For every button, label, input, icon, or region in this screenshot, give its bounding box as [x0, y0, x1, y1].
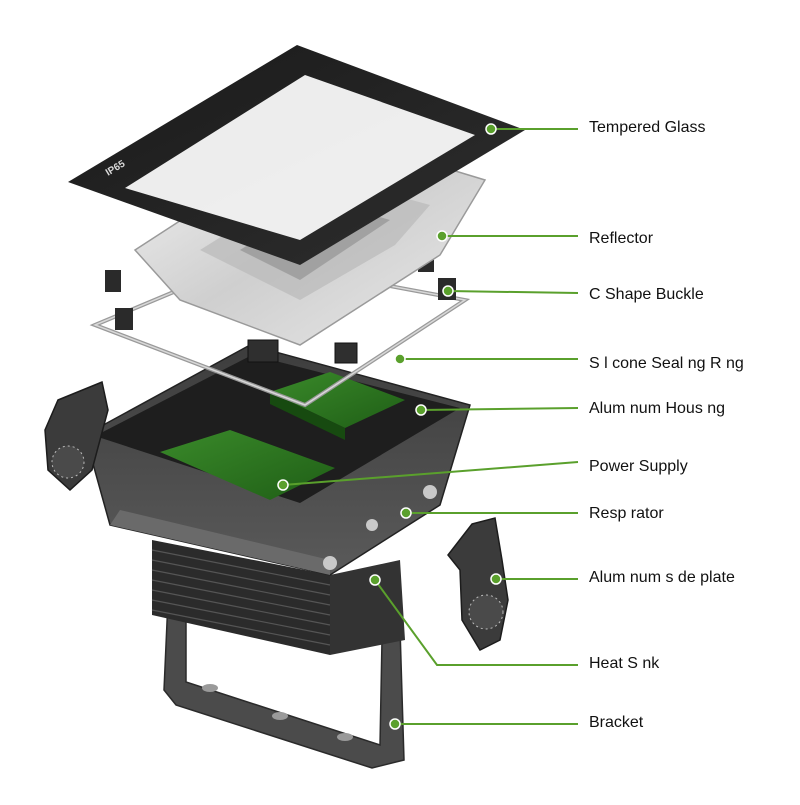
- callout-leaders: [277, 123, 579, 730]
- tempered-glass-part: IP65: [68, 45, 525, 265]
- reflector-label: Reflector: [589, 230, 654, 247]
- tempered-glass-label: Tempered Glass: [589, 119, 706, 136]
- aluminum-housing-dot: [415, 404, 427, 416]
- heat-sink-dot: [369, 574, 381, 586]
- aluminum-housing-leader-line: [420, 407, 579, 411]
- power-supply-part: [160, 372, 405, 500]
- respirator-label: Resp rator: [589, 505, 664, 522]
- aluminum-side-plate-dot: [490, 573, 502, 585]
- c-shape-buckle-dot: [442, 285, 454, 297]
- heat-sink-label: Heat S nk: [589, 655, 660, 672]
- aluminum-housing-label: Alum num Hous ng: [589, 400, 726, 417]
- power-supply-label: Power Supply: [589, 458, 688, 475]
- side-plate-right: [447, 517, 509, 651]
- reflector-dot: [436, 230, 448, 242]
- heat-sink-part: [151, 540, 405, 655]
- side-plate-left: [44, 380, 109, 492]
- tempered-glass-dot: [485, 123, 497, 135]
- silicone-sealing-ring-label: S l cone Seal ng R ng: [589, 355, 744, 372]
- power-supply-dot: [277, 479, 289, 491]
- c-shape-buckle-label: C Shape Buckle: [589, 286, 704, 303]
- heat-sink-leader-line: [374, 579, 578, 666]
- power-supply-leader-line: [282, 461, 579, 486]
- bracket-label: Bracket: [589, 714, 644, 731]
- bracket-dot: [389, 718, 401, 730]
- aluminum-side-plate-label: Alum num s de plate: [589, 569, 735, 586]
- silicone-sealing-ring-dot: [394, 353, 406, 365]
- respirator-dot: [400, 507, 412, 519]
- c-shape-buckle-leader-line: [447, 290, 579, 294]
